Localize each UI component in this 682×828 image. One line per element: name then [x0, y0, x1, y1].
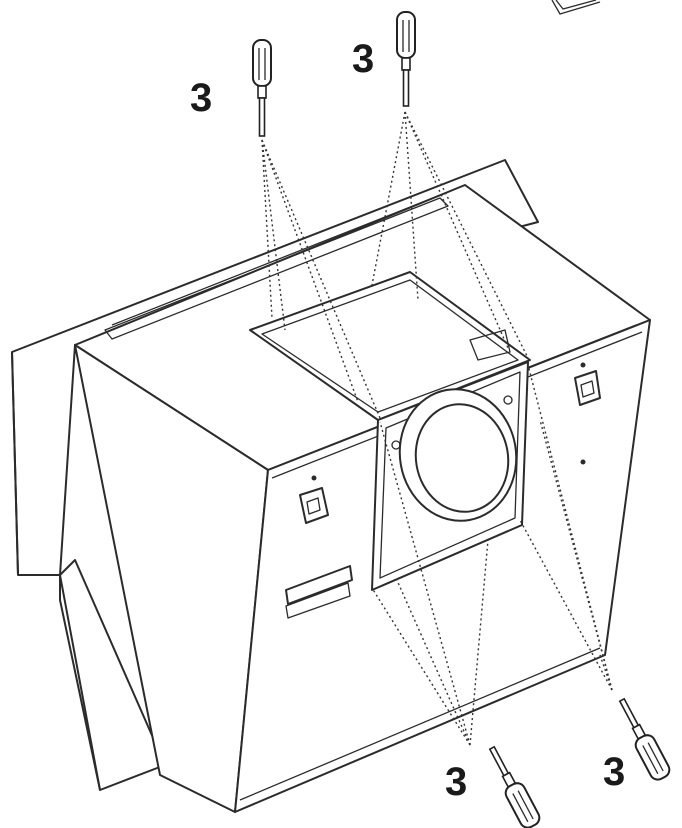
screwdriver-icon: [252, 39, 272, 137]
callout-bottom-left: 3: [445, 760, 467, 804]
callout-top-left: 3: [190, 76, 212, 120]
callout-top-right: 3: [352, 37, 374, 81]
callout-bottom-right: 3: [603, 750, 625, 794]
screwdriver-icon: [488, 745, 541, 828]
screwdriver-icon: [396, 11, 416, 107]
vent-slots: [285, 565, 353, 619]
guide-lines: [261, 111, 613, 746]
corner-fragment: [551, 0, 601, 15]
top-opening: [249, 271, 531, 421]
bracket-slot-left: [299, 475, 329, 524]
bracket-slot-right: [574, 362, 601, 465]
screwdriver-icon: [618, 697, 671, 781]
